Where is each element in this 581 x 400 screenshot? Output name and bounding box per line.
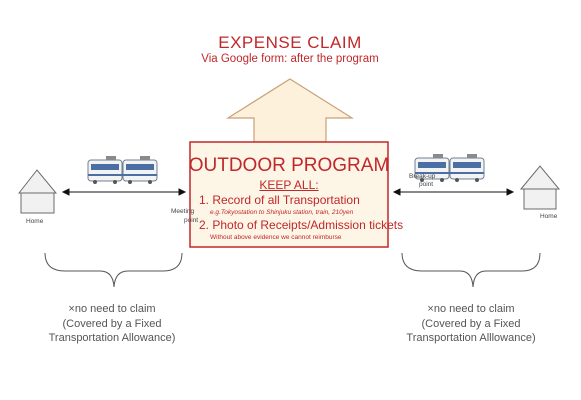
expense-claim-subtitle: Via Google form: after the program [201,53,379,65]
claim-note-line: ×no need to claim [68,303,156,315]
claim-note-right: ×no need to claim (Covered by a Fixed Tr… [406,302,535,346]
double-arrow-icon [392,188,515,196]
program-item-example: e.g.Tokyostation to Shinjuku station, tr… [210,209,354,216]
keep-all-label: KEEP ALL: [259,178,319,192]
meeting-point-label-2: point [184,217,199,224]
train-icon [87,156,158,184]
expense-claim-title: EXPENSE CLAIM [218,33,362,52]
up-arrow-icon [225,78,355,143]
claim-note-line: Transportation Alllowance) [406,332,536,344]
curly-brace-icon [401,252,541,288]
house-icon [519,165,561,210]
program-box [189,141,389,248]
home-label-right: Home [540,213,558,220]
claim-note-line: ×no need to claim [427,303,515,315]
curly-brace-icon [44,252,183,288]
breakup-point-label-2: point [419,181,434,188]
program-item-note: Without above evidence we cannot reimbur… [210,234,342,241]
home-label-left: Home [26,218,44,225]
claim-note-left: ×no need to claim (Covered by a Fixed Tr… [49,302,176,346]
claim-note-line: (Covered by a Fixed [421,317,521,330]
program-title: OUTDOOR PROGRAM [188,155,390,176]
claim-note-line: Transportation Allowance) [48,332,176,344]
program-item-transportation: 1. Record of all Transportation [199,193,360,207]
claim-note-line: (Covered by a Fixed [62,317,162,330]
train-icon [414,154,485,182]
program-item-receipts: 2. Photo of Receipts/Admission tickets [199,218,404,232]
breakup-point-label: Break-up [409,173,436,180]
double-arrow-icon [61,188,187,196]
house-icon [17,169,58,214]
meeting-point-label: Meeting [171,208,195,215]
